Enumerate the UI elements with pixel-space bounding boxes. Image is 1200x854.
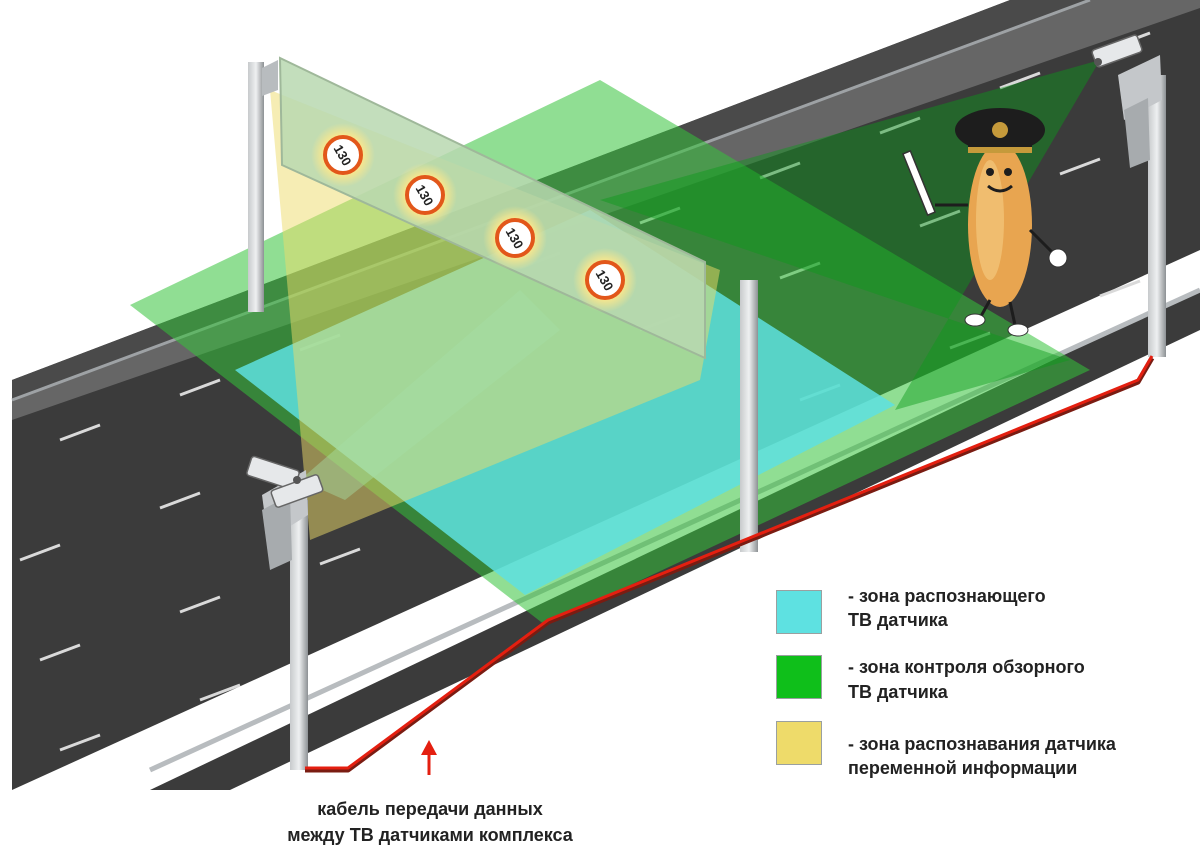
cable-caption-line-1: кабель передачи данных xyxy=(317,799,543,819)
legend-swatch-overview xyxy=(776,655,822,699)
gantry xyxy=(248,60,758,552)
legend-label-recognition-1: - зона распознающего xyxy=(848,586,1046,606)
speed-sign-2: 130 xyxy=(483,206,547,270)
speed-sign-3: 130 xyxy=(573,248,637,312)
arrow-up-icon xyxy=(421,740,437,775)
legend-label-overview-1: - зона контроля обзорного xyxy=(848,657,1085,677)
speed-sign-0: 130 xyxy=(311,123,375,187)
legend-swatch-variable-sign xyxy=(776,721,822,765)
mascot-policeman-icon xyxy=(901,108,1068,337)
cable-caption: кабель передачи данных между ТВ датчикам… xyxy=(240,796,620,848)
camera-icon xyxy=(1091,34,1143,68)
legend-label-overview-2: ТВ датчика xyxy=(848,682,948,702)
legend-label-variable-sign-2: переменной информации xyxy=(848,758,1078,778)
cable-caption-line-2: между ТВ датчиками комплекса xyxy=(287,825,573,845)
legend-label-variable-sign-1: - зона распознавания датчика xyxy=(848,734,1116,754)
overview-camera-pole xyxy=(1118,55,1166,357)
legend-label-recognition-2: ТВ датчика xyxy=(848,610,948,630)
legend-swatch-recognition xyxy=(776,590,822,634)
camera-icon xyxy=(246,455,324,508)
speed-sign-1: 130 xyxy=(393,163,457,227)
